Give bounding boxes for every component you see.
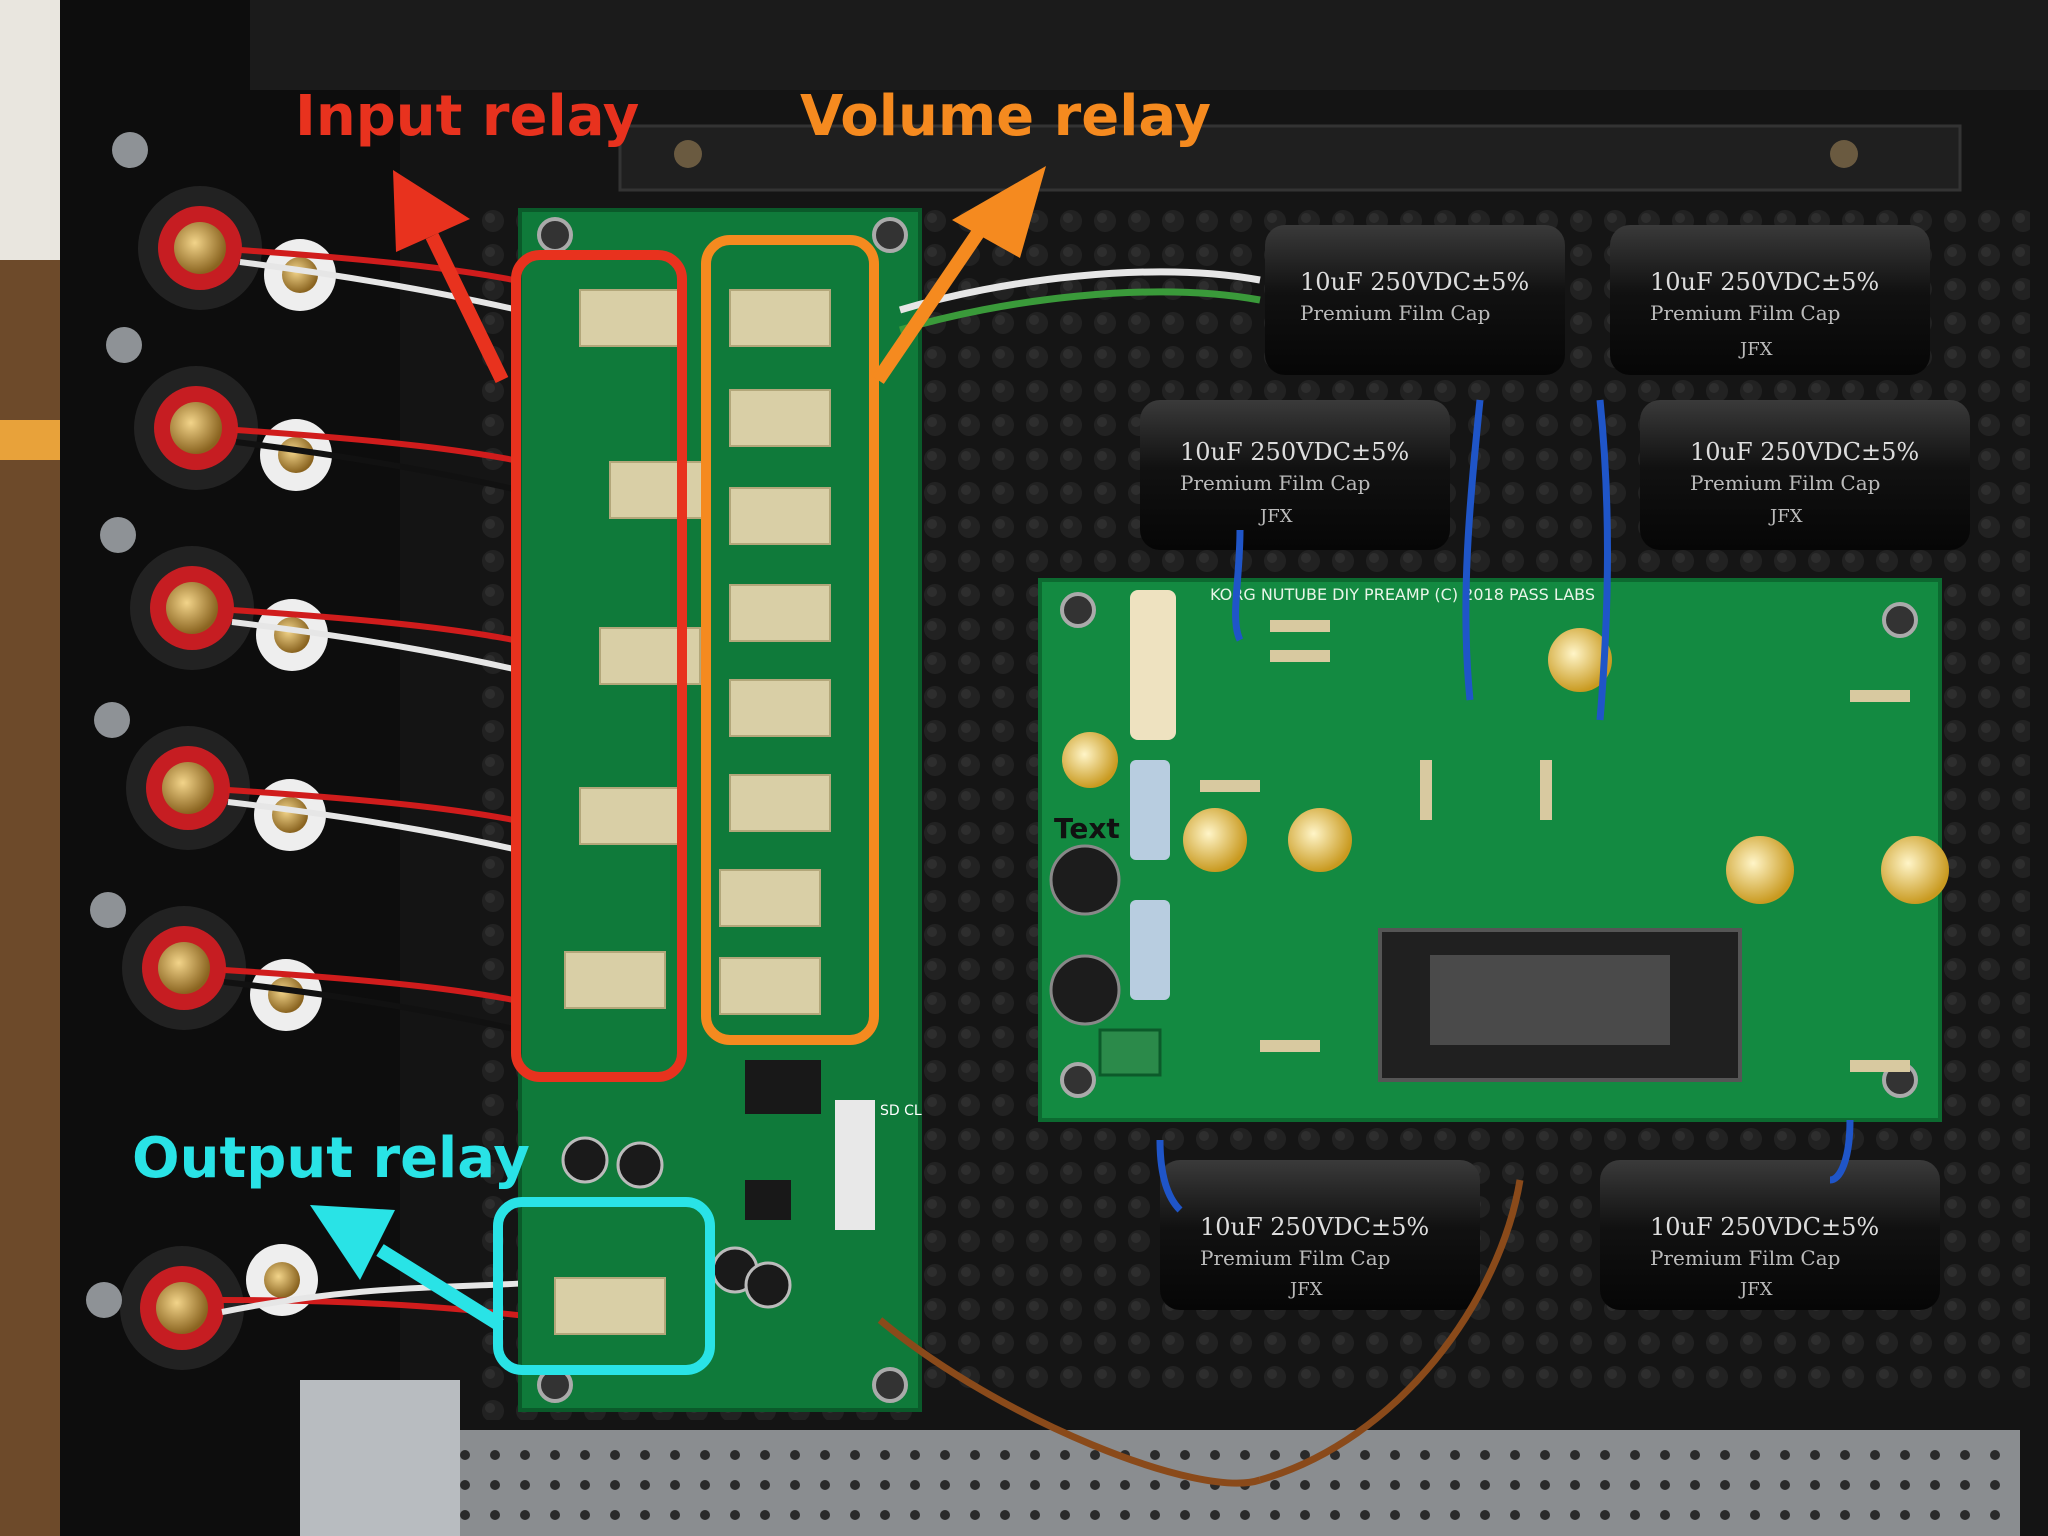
volume-relay-label: Volume relay bbox=[800, 84, 1212, 149]
svg-text:Premium Film Cap: Premium Film Cap bbox=[1690, 471, 1880, 495]
electrolytic-cap bbox=[1062, 732, 1118, 788]
svg-text:10uF 250VDC±5%: 10uF 250VDC±5% bbox=[1690, 438, 1919, 466]
resistors bbox=[1200, 620, 1910, 1072]
bar-screw-left bbox=[674, 140, 702, 168]
electrolytic-cap bbox=[1881, 836, 1949, 904]
input-relay-box bbox=[511, 250, 687, 1082]
svg-text:Premium Film Cap: Premium Film Cap bbox=[1650, 301, 1840, 325]
electrolytic-cap bbox=[1049, 954, 1121, 1026]
svg-text:JFX: JFX bbox=[1768, 506, 1803, 527]
terminal-block bbox=[1098, 1028, 1162, 1077]
board-silkscreen: KORG NUTUBE DIY PREAMP (C) 2018 PASS LAB… bbox=[1210, 585, 1595, 604]
svg-text:JFX: JFX bbox=[1738, 1279, 1773, 1300]
power-resistor bbox=[1130, 590, 1176, 740]
svg-text:JFX: JFX bbox=[1738, 339, 1773, 360]
chassis-top-lip bbox=[250, 0, 2048, 90]
connector bbox=[835, 1100, 875, 1230]
preamp-board: KORG NUTUBE DIY PREAMP (C) 2018 PASS LAB… bbox=[1038, 578, 1949, 1122]
power-resistor bbox=[1130, 760, 1170, 860]
input-relay-arrow bbox=[393, 170, 509, 384]
connector-label: SD CL bbox=[880, 1103, 922, 1119]
text-tag: Text bbox=[1054, 812, 1120, 845]
volume-relay-arrow bbox=[872, 166, 1046, 384]
svg-text:10uF 250VDC±5%: 10uF 250VDC±5% bbox=[1650, 1213, 1879, 1241]
preamp-wires bbox=[877, 268, 1854, 1487]
bar-screw-right bbox=[1830, 140, 1858, 168]
film-capacitors: 10uF 250VDC±5% Premium Film Cap 10uF 250V… bbox=[1140, 225, 1970, 1310]
electrolytic-cap bbox=[561, 1136, 609, 1184]
svg-text:10uF 250VDC±5%: 10uF 250VDC±5% bbox=[1200, 1213, 1429, 1241]
rca-jack bbox=[126, 726, 326, 851]
electrolytic-cap bbox=[1548, 628, 1612, 692]
input-relays bbox=[564, 289, 711, 1009]
electrolytic-cap bbox=[1288, 808, 1352, 872]
power-resistor bbox=[1130, 900, 1170, 1000]
ground-posts bbox=[86, 132, 148, 1318]
paper-sheet bbox=[0, 0, 70, 260]
svg-text:10uF 250VDC±5%: 10uF 250VDC±5% bbox=[1650, 268, 1879, 296]
output-relay-label: Output relay bbox=[132, 1126, 530, 1191]
rca-jack bbox=[122, 906, 322, 1031]
heatsink-bar bbox=[618, 124, 1962, 192]
output-relay-component bbox=[554, 1277, 666, 1335]
electrolytic-cap bbox=[744, 1261, 792, 1309]
relay-board: SD CL bbox=[518, 208, 922, 1412]
pencil bbox=[0, 420, 60, 460]
svg-text:Premium Film Cap: Premium Film Cap bbox=[1200, 1246, 1390, 1270]
ic-chip bbox=[745, 1180, 791, 1220]
svg-text:Premium Film Cap: Premium Film Cap bbox=[1650, 1246, 1840, 1270]
svg-text:Premium Film Cap: Premium Film Cap bbox=[1180, 471, 1370, 495]
svg-text:JFX: JFX bbox=[1258, 506, 1293, 527]
electrolytic-cap bbox=[1183, 808, 1247, 872]
electrolytic-cap bbox=[616, 1141, 664, 1189]
nutube-window bbox=[1430, 955, 1670, 1045]
electrolytic-cap bbox=[1049, 844, 1121, 916]
svg-text:10uF 250VDC±5%: 10uF 250VDC±5% bbox=[1180, 438, 1409, 466]
output-relay-arrow bbox=[310, 1205, 504, 1331]
electrolytic-cap bbox=[1726, 836, 1794, 904]
svg-text:JFX: JFX bbox=[1288, 1279, 1323, 1300]
svg-text:Premium Film Cap: Premium Film Cap bbox=[1300, 301, 1490, 325]
output-relay-box bbox=[493, 1197, 715, 1375]
svg-text:10uF 250VDC±5%: 10uF 250VDC±5% bbox=[1300, 268, 1529, 296]
input-relay-label: Input relay bbox=[295, 84, 640, 149]
volume-relays bbox=[719, 289, 831, 1015]
corner-bracket bbox=[300, 1380, 460, 1536]
volume-relay-box bbox=[701, 235, 879, 1045]
film-cap: 10uF 250VDC±5% Premium Film Cap bbox=[1265, 225, 1565, 375]
ic-chip bbox=[745, 1060, 821, 1114]
rca-jack bbox=[138, 186, 336, 311]
